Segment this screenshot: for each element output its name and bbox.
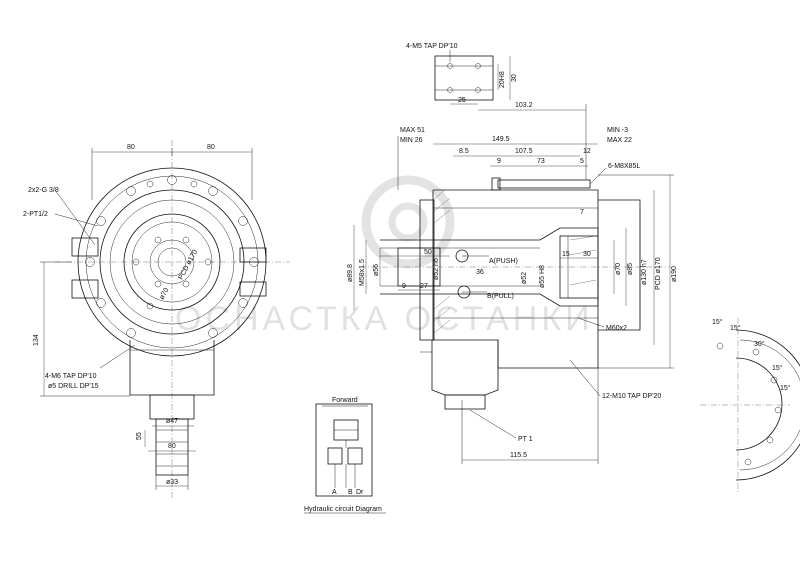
bolt-m8-label: 6-M8X85L xyxy=(608,163,640,170)
dim-50: 50 xyxy=(424,249,432,256)
m58: M58x1.5 xyxy=(359,259,366,286)
dim-36: 36 xyxy=(476,269,484,276)
dia-190: ø190 xyxy=(671,266,678,282)
dim-12: 12 xyxy=(583,148,591,155)
dia-70: ø70 xyxy=(615,263,622,275)
pcd-170: PCD ø170 xyxy=(655,257,662,290)
tap-m10-label: 12-M10 TAP DP'20 xyxy=(602,393,661,400)
dia-52h6: ø52 h6 xyxy=(433,258,440,280)
section-hatch xyxy=(432,189,597,335)
logo-icon xyxy=(361,175,455,269)
tap-m5-label: 4-M5 TAP DP'10 xyxy=(406,43,458,50)
angle-1: 15° xyxy=(712,318,723,326)
push-label: A(PUSH) xyxy=(489,258,518,265)
dia-33: ø33 xyxy=(166,479,178,486)
dim-80-left: 80 xyxy=(127,144,135,151)
angle-5: 15° xyxy=(780,384,791,392)
min26: MIN 26 xyxy=(400,137,423,144)
dim-8-5: 8.5 xyxy=(459,148,469,155)
dim-7: 7 xyxy=(580,209,584,216)
dim-107-5: 107.5 xyxy=(515,148,533,155)
section-view: MAX 51 MIN 26 149.5 MIN -3 MAX 22 8.5 10… xyxy=(347,127,678,464)
angle-3: 30° xyxy=(754,340,765,348)
watermark-text: ОСНАСТКА ОСТАНКИ xyxy=(175,300,594,338)
front-view: 80 80 xyxy=(23,140,290,500)
dia-52: ø52 xyxy=(521,272,528,284)
dim-30-inner: 30 xyxy=(583,251,591,258)
dim-5: 5 xyxy=(580,158,584,165)
dim-27: 27 xyxy=(420,283,428,290)
angle-2: 15° xyxy=(730,324,741,332)
tap-m6-label: 4-M6 TAP DP'10 xyxy=(45,373,97,380)
angle-4: 15° xyxy=(772,364,783,372)
dim-149-5: 149.5 xyxy=(492,136,510,143)
bolt-holes xyxy=(85,175,259,338)
m60-label: M60x2 xyxy=(606,325,627,332)
dia-85: ø85 xyxy=(627,263,634,275)
dim-25: 25 xyxy=(458,97,466,104)
min-3: MIN -3 xyxy=(607,127,628,134)
dim-73: 73 xyxy=(537,158,545,165)
port-g38-label: 2x2-G 3/8 xyxy=(28,187,59,194)
dim-134: 134 xyxy=(33,334,40,346)
dia-55h8: ø55 H8 xyxy=(539,265,546,288)
pull-label: B(PULL) xyxy=(487,293,514,300)
forward-label: Forward xyxy=(332,397,358,404)
dia-56: ø56 xyxy=(373,264,380,276)
drill-5-label: ø5 DRILL DP'15 xyxy=(48,383,99,390)
max51: MAX 51 xyxy=(400,127,425,134)
dia-47: ø47 xyxy=(166,418,178,425)
watermark: ОСНАСТКА ОСТАНКИ xyxy=(175,175,594,338)
dim-15: 15 xyxy=(562,251,570,258)
port-a: A xyxy=(332,489,337,496)
hydraulic-circuit: Forward A B Dr Hydraulic circuit Diagram xyxy=(304,397,386,514)
pcd-dim: ø70 xyxy=(159,287,171,301)
dim-55: 55 xyxy=(136,432,143,440)
dim-103-2: 103.2 xyxy=(515,102,533,109)
dim-20h8: 20H8 xyxy=(499,71,506,88)
max22: MAX 22 xyxy=(607,137,632,144)
pcd-label: PCD ø170 xyxy=(178,249,200,281)
port-pt12-label: 2-PT1/2 xyxy=(23,211,48,218)
dia-89-8: ø89.8 xyxy=(347,264,354,282)
pt1-label: PT 1 xyxy=(518,436,533,443)
dim-9b: 9 xyxy=(402,283,406,290)
top-detail: 4-M5 TAP DP'10 20H8 30 25 103.2 xyxy=(406,43,587,180)
port-b: B xyxy=(348,489,353,496)
dim-80-bottom: 80 xyxy=(168,443,176,450)
dim-80-right: 80 xyxy=(207,144,215,151)
hydraulic-title: Hydraulic circuit Diagram xyxy=(304,506,382,513)
dia-130h7: ø130 h7 xyxy=(641,259,648,285)
dim-30: 30 xyxy=(511,74,518,82)
dim-9a: 9 xyxy=(497,158,501,165)
side-view: 15° 15° 30° 15° 15° xyxy=(700,318,800,492)
dim-115-5: 115.5 xyxy=(510,452,527,459)
port-dr: Dr xyxy=(356,489,364,496)
